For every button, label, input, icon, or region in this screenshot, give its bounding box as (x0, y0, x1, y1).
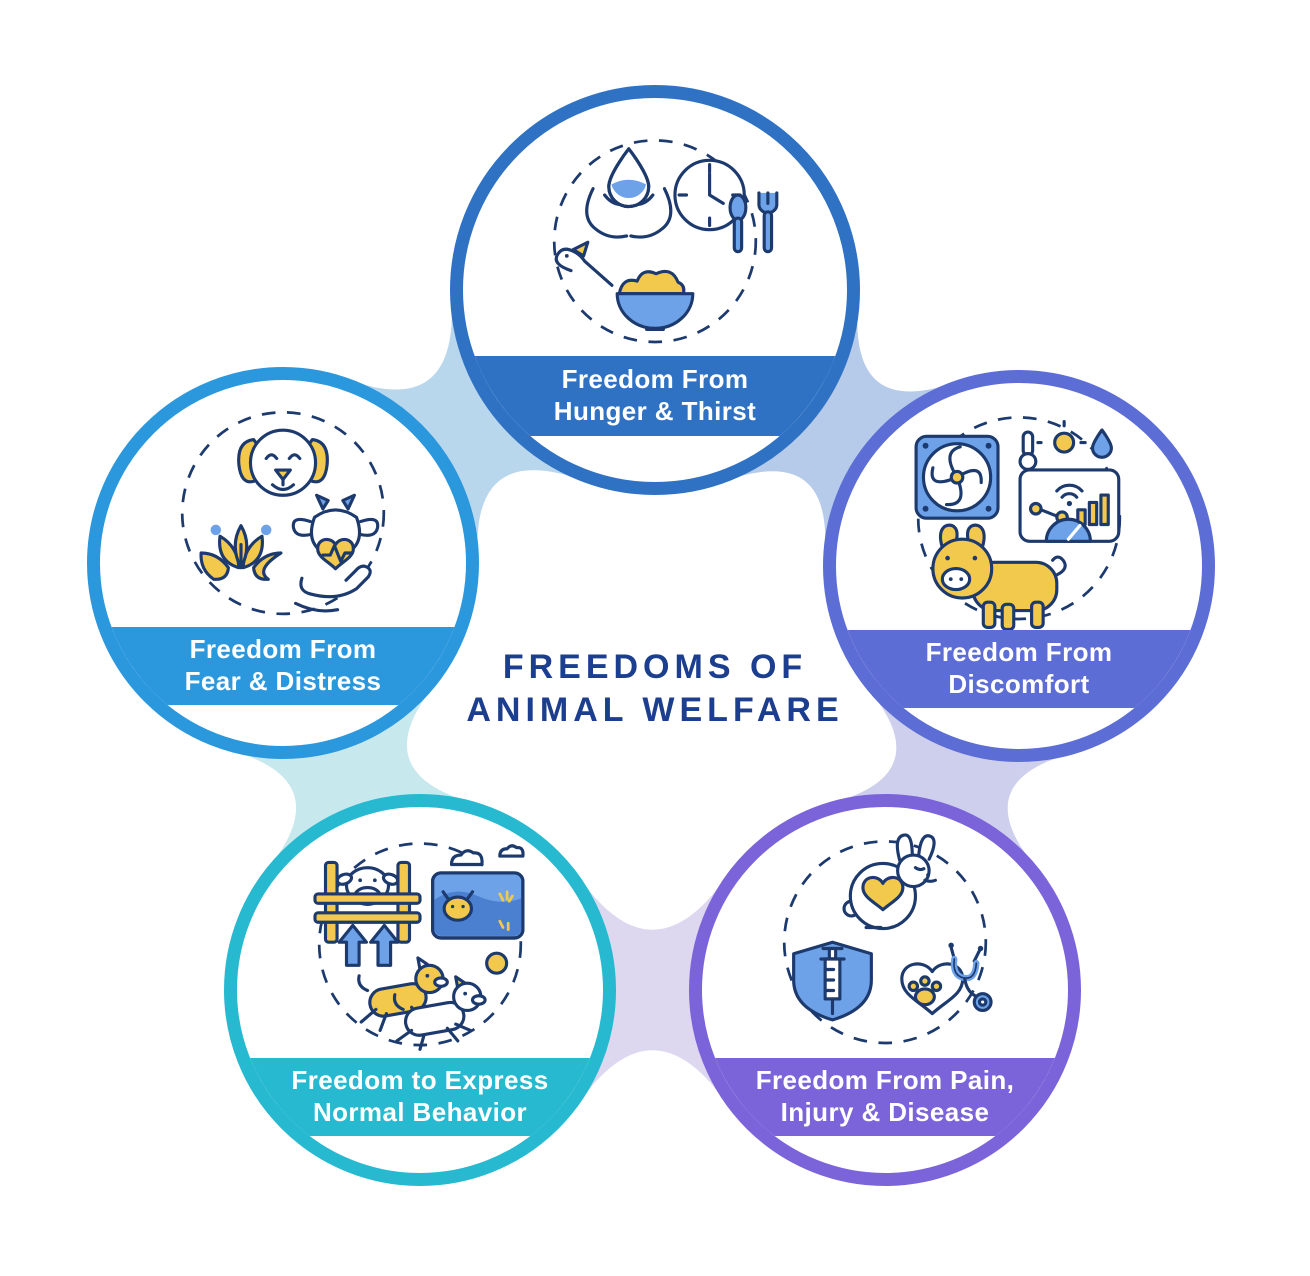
connector-pain-injury-disease-normal-behavior (577, 875, 728, 1105)
circle-label-line2: Hunger & Thirst (553, 396, 757, 426)
circle-label-line1: Freedom From (561, 364, 749, 395)
animal-eating-from-bowl-icon (554, 240, 695, 331)
cooling-fan-icon (914, 434, 1000, 520)
discomfort-illustration (914, 416, 1122, 632)
water-drop-in-hands-icon (585, 147, 673, 239)
connector-discomfort-pain-injury-disease (823, 681, 1081, 875)
circle-label-band: Freedom From Pain, Injury & Disease (702, 1058, 1068, 1136)
happy-dog-face-icon (237, 428, 329, 497)
vet-heart-paw-stethoscope-icon (900, 942, 993, 1016)
hand-holding-cow-heart-icon (291, 493, 380, 613)
circle-label-line1: Freedom From (925, 637, 1113, 668)
circle-label-band: Freedom From Fear & Distress (100, 627, 466, 705)
page-title: FREEDOMS OF ANIMAL WELFARE (345, 646, 965, 731)
rabbit-with-heart-icon (842, 833, 937, 931)
lotus-icon (199, 524, 283, 581)
normal-behavior-illustration (313, 842, 525, 1051)
dashed-ring (180, 410, 386, 616)
pig-icon (931, 523, 1067, 632)
circle-label-line1: Freedom From (189, 634, 377, 665)
fear-distress-illustration (180, 410, 386, 616)
pasture-icon (431, 844, 525, 940)
climate-monitor-icon (1018, 420, 1121, 543)
circle-label-line1: Freedom to Express (291, 1065, 549, 1096)
cattle-fence-arrows-icon (313, 860, 422, 967)
circle-label-band: Freedom From Hunger & Thirst (463, 356, 847, 436)
dashed-ring (552, 139, 758, 344)
clock-with-spoon-fork-icon (673, 158, 779, 254)
title-line2: ANIMAL WELFARE (466, 690, 844, 729)
vaccine-shield-icon (792, 940, 873, 1022)
circle-normal-behavior: Freedom to Express Normal Behavior (224, 794, 616, 1186)
circle-pain-injury-disease: Freedom From Pain, Injury & Disease (689, 794, 1081, 1186)
circle-hunger-thirst: Freedom From Hunger & Thirst (450, 85, 860, 495)
hunger-thirst-illustration (552, 139, 779, 344)
circle-label-line2: Normal Behavior (312, 1097, 528, 1127)
playing-dogs-icon (357, 951, 509, 1051)
circle-label-band: Freedom From Discomfort (836, 630, 1202, 708)
circle-label-line1: Freedom From Pain, (755, 1065, 1015, 1096)
circle-label-line2: Injury & Disease (780, 1097, 990, 1127)
dashed-ring (782, 840, 988, 1045)
circle-label-line2: Fear & Distress (184, 666, 382, 696)
circle-label-line2: Discomfort (948, 669, 1090, 699)
connector-normal-behavior-fear-distress (222, 678, 481, 875)
title-line1: FREEDOMS OF (502, 648, 808, 686)
circle-label-band: Freedom to Express Normal Behavior (237, 1058, 603, 1136)
pain-injury-disease-illustration (782, 833, 993, 1045)
